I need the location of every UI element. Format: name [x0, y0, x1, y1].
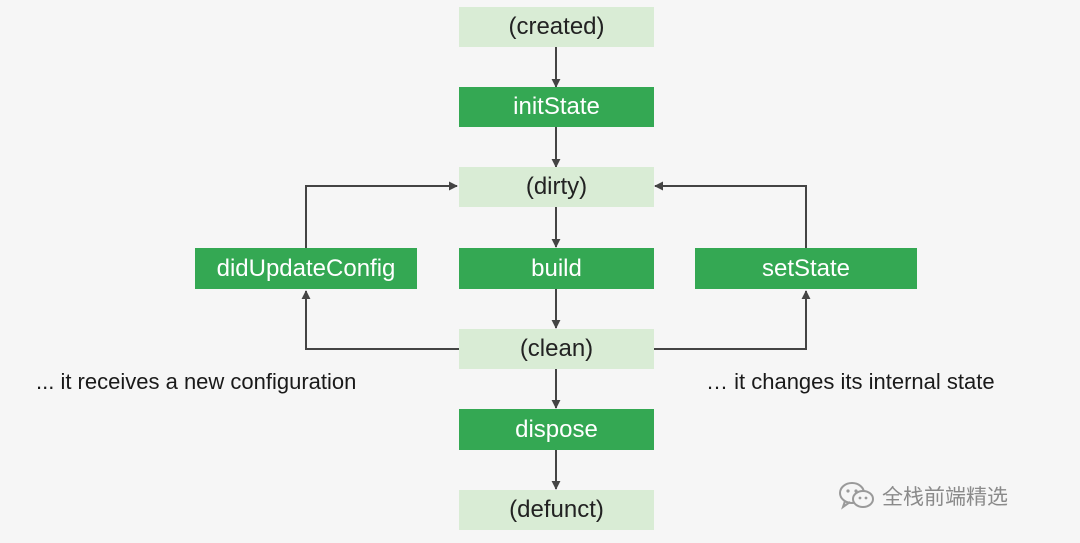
caption-internal-state: … it changes its internal state — [706, 369, 995, 394]
node-dispose: dispose — [459, 409, 654, 450]
node-clean: (clean) — [459, 329, 654, 369]
wechat-icon — [839, 482, 874, 510]
watermark-text: 全栈前端精选 — [882, 485, 1008, 509]
arrow-clean-to-didupdateconfig — [301, 290, 459, 350]
node-didupdateconfig: didUpdateConfig — [195, 248, 417, 289]
node-build: build — [459, 248, 654, 289]
node-defunct: (defunct) — [459, 490, 654, 530]
arrow-didupdateconfig-to-dirty — [305, 181, 458, 248]
caption-new-configuration: ... it receives a new configuration — [36, 369, 357, 394]
arrow-setstate-to-dirty — [654, 181, 807, 248]
node-initstate: initState — [459, 87, 654, 127]
watermark: 全栈前端精选 — [838, 480, 1008, 512]
node-dirty: (dirty) — [459, 167, 654, 207]
node-created: (created) — [459, 7, 654, 47]
node-setstate: setState — [695, 248, 917, 289]
arrow-clean-to-setstate — [654, 290, 811, 350]
